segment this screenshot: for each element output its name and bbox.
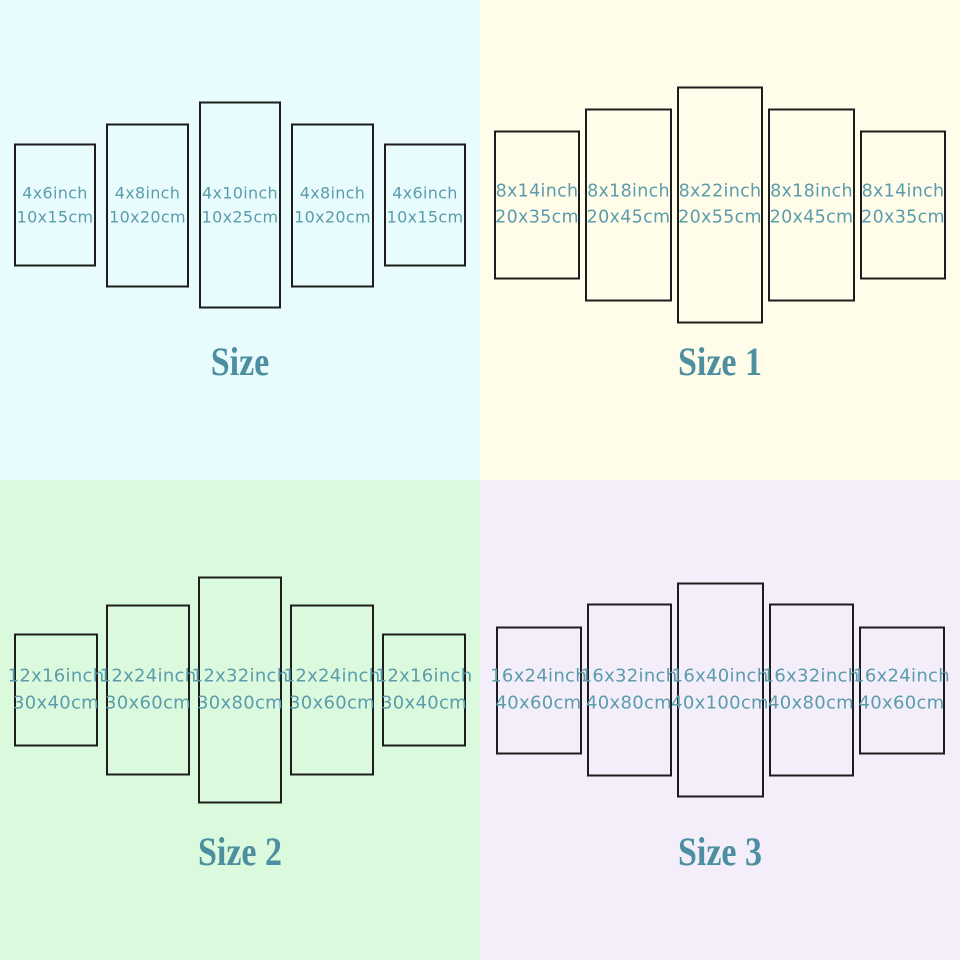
panel-size-inch: 8x14inch (495, 181, 579, 202)
panel-size-cm: 10x15cm (386, 207, 464, 226)
panel-size-inch: 4x10inch (202, 183, 278, 203)
size-panel: 12x24inch 30x60cm (284, 604, 380, 776)
size-panel: 8x18inch 20x45cm (768, 108, 855, 302)
panel-size-inch: 8x18inch (770, 181, 853, 202)
panel-size-cm: 30x60cm (105, 692, 191, 713)
panel-size-inch: 8x18inch (587, 181, 670, 202)
panel-size-inch: 12x32inch (191, 665, 289, 687)
size-panel: 16x24inch 40x60cm (853, 626, 950, 754)
panel-size-inch: 12x16inch (375, 665, 473, 687)
panel-size-inch: 4x8inch (299, 183, 366, 203)
panel-size-inch: 4x8inch (114, 183, 181, 203)
panel-size-cm: 10x15cm (16, 207, 94, 226)
quadrant-title: Size 1 (677, 339, 763, 384)
size-panel: 4x10inch 10x25cm (199, 101, 281, 309)
panel-size-cm: 20x45cm (769, 207, 854, 227)
panel-size-cm: 30x40cm (13, 692, 99, 713)
panel-size-cm: 40x60cm (858, 692, 945, 713)
panel-size-inch: 16x24inch (490, 665, 587, 687)
size-panel: 4x8inch 10x20cm (106, 123, 189, 287)
size-panel: 4x8inch 10x20cm (291, 123, 374, 287)
quadrant-size: 4x6inch 10x15cm 4x8inch 10x20cm 4x10inch… (0, 0, 480, 480)
quadrant-title: Size 2 (197, 829, 283, 874)
size-panel: 12x32inch 30x80cm (192, 576, 288, 804)
size-panel: 4x6inch 10x15cm (384, 143, 466, 267)
panel-size-cm: 40x60cm (495, 692, 582, 713)
panel-row: 16x24inch 40x60cm 16x32inch 40x80cm 16x4… (480, 582, 960, 798)
size-panel: 12x16inch 30x40cm (8, 633, 104, 747)
panel-size-cm: 20x55cm (678, 207, 762, 227)
panel-size-cm: 40x100cm (671, 692, 769, 713)
panel-size-inch: 16x32inch (580, 665, 678, 687)
size-panel: 8x14inch 20x35cm (860, 130, 946, 280)
quadrant-title: Size (210, 339, 270, 384)
size-panel: 8x22inch 20x55cm (677, 86, 763, 324)
quadrant-title: Size 3 (677, 829, 763, 874)
panel-size-cm: 40x80cm (586, 692, 672, 713)
size-panel: 8x18inch 20x45cm (585, 108, 672, 302)
panel-size-inch: 4x6inch (22, 183, 88, 203)
size-panel: 12x16inch 30x40cm (376, 633, 472, 747)
panel-size-cm: 20x45cm (586, 207, 671, 227)
size-panel: 16x32inch 40x80cm (581, 603, 677, 777)
panel-row: 8x14inch 20x35cm 8x18inch 20x45cm 8x22in… (480, 86, 960, 324)
quadrant-size-1: 8x14inch 20x35cm 8x18inch 20x45cm 8x22in… (480, 0, 960, 480)
panel-size-cm: 10x25cm (201, 207, 279, 226)
panel-size-inch: 16x24inch (853, 665, 950, 687)
panel-size-cm: 10x20cm (294, 207, 371, 226)
panel-row: 12x16inch 30x40cm 12x24inch 30x60cm 12x3… (0, 576, 480, 804)
panel-size-inch: 12x24inch (99, 665, 197, 687)
panel-size-inch: 16x32inch (762, 665, 860, 687)
panel-size-inch: 4x6inch (392, 183, 458, 203)
panel-size-cm: 40x80cm (768, 692, 854, 713)
panel-size-cm: 20x35cm (861, 207, 945, 227)
panel-size-cm: 30x80cm (197, 692, 283, 713)
panel-size-inch: 8x22inch (678, 181, 762, 202)
panel-size-cm: 30x60cm (289, 692, 375, 713)
size-panel: 16x32inch 40x80cm (763, 603, 859, 777)
size-panel: 16x24inch 40x60cm (490, 626, 587, 754)
quadrant-size-2: 12x16inch 30x40cm 12x24inch 30x60cm 12x3… (0, 480, 480, 960)
panel-row: 4x6inch 10x15cm 4x8inch 10x20cm 4x10inch… (0, 101, 480, 309)
panel-size-cm: 20x35cm (495, 207, 579, 227)
panel-size-inch: 8x14inch (861, 181, 945, 202)
panel-size-inch: 12x16inch (7, 665, 105, 687)
quadrant-size-3: 16x24inch 40x60cm 16x32inch 40x80cm 16x4… (480, 480, 960, 960)
panel-size-cm: 10x20cm (109, 207, 186, 226)
size-panel: 12x24inch 30x60cm (100, 604, 196, 776)
size-panel: 8x14inch 20x35cm (494, 130, 580, 280)
size-panel: 4x6inch 10x15cm (14, 143, 96, 267)
panel-size-inch: 16x40inch (671, 665, 769, 687)
panel-size-cm: 30x40cm (381, 692, 467, 713)
panel-size-inch: 12x24inch (283, 665, 381, 687)
size-panel: 16x40inch 40x100cm (671, 582, 769, 798)
